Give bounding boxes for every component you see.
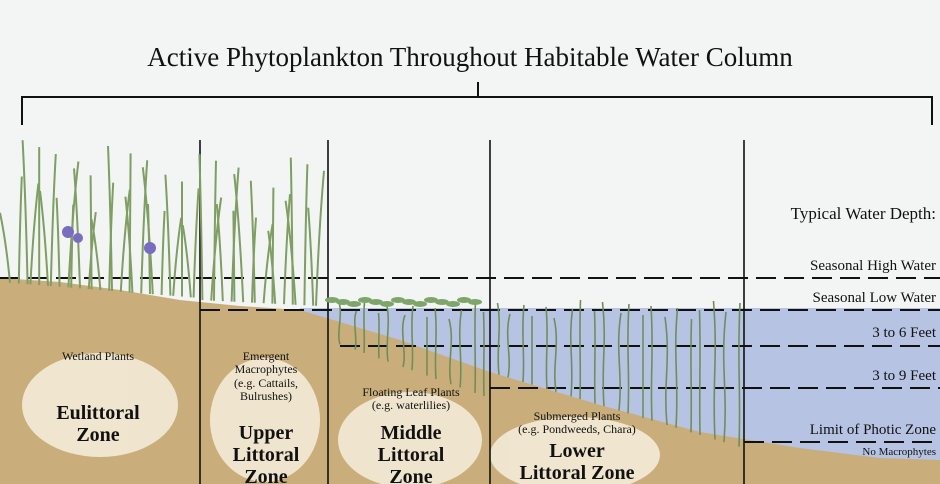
plant-stalk	[291, 158, 293, 305]
submerged-stem	[595, 311, 596, 404]
plant-stalk	[30, 183, 38, 284]
submerged-stem	[379, 313, 380, 358]
phytoplankton-bracket	[22, 82, 932, 125]
plant-stalk	[183, 225, 191, 297]
upper-plants-line3: (e.g. Cattails,	[234, 376, 298, 390]
lower-plants-label: Submerged Plants (e.g. Pondweeds, Chara)	[494, 410, 660, 437]
plant-stalk	[51, 154, 56, 286]
plant-stalk	[194, 188, 199, 297]
seasonal-high-label: Seasonal High Water	[810, 258, 936, 275]
submerged-stem	[523, 305, 524, 382]
upper-name-line2: Littoral	[233, 444, 300, 466]
six-feet-label: 3 to 6 Feet	[872, 325, 936, 342]
plant-stalk	[19, 177, 22, 284]
lower-name-line2: Littoral Zone	[520, 462, 635, 484]
plant-stalk	[74, 168, 80, 288]
plant-stalk	[165, 175, 170, 296]
middle-name-line1: Middle	[380, 422, 441, 444]
submerged-stem	[691, 319, 692, 432]
submerged-stem	[739, 303, 740, 447]
lower-name-line1: Lower	[549, 440, 605, 462]
submerged-stem	[628, 304, 629, 413]
plant-stalk	[214, 161, 216, 301]
submerged-stem	[364, 302, 365, 353]
submerged-stem	[484, 312, 485, 396]
depth-header: Typical Water Depth:	[791, 204, 936, 224]
plant-stalk	[40, 191, 48, 286]
nine-feet-label: 3 to 9 Feet	[872, 368, 936, 385]
lily-pad	[468, 299, 482, 305]
eulittoral-name-line2: Zone	[76, 424, 119, 446]
upper-plants-label: Emergent Macrophytes (e.g. Cattails, Bul…	[208, 350, 324, 404]
upper-plants-line4: Bulrushes)	[240, 389, 292, 403]
eulittoral-plants-label: Wetland Plants	[28, 350, 168, 363]
iris-flower	[144, 242, 156, 254]
diagram-title: Active Phytoplankton Throughout Habitabl…	[0, 42, 940, 72]
plant-stalk	[91, 175, 92, 289]
plant-stalk	[308, 208, 313, 306]
upper-zone-name: Upper Littoral Zone	[208, 422, 324, 484]
lower-plants-line2: (e.g. Pondweeds, Chara)	[518, 422, 636, 436]
plant-stalk	[316, 171, 324, 306]
middle-plants-label: Floating Leaf Plants (e.g. waterlilies)	[336, 386, 486, 413]
eulittoral-name-line1: Eulittoral	[56, 402, 139, 424]
lily-pad	[446, 301, 460, 307]
submerged-stem	[435, 308, 436, 379]
lily-pad	[380, 301, 394, 307]
seasonal-low-label: Seasonal Low Water	[813, 290, 936, 307]
plant-stalk	[304, 164, 307, 305]
plant-stalk	[57, 198, 60, 287]
lily-pad	[347, 301, 361, 307]
upper-plants-line2: Macrophytes	[235, 362, 298, 376]
lily-pad	[413, 301, 427, 307]
no-macrophytes-label: No Macrophytes	[862, 446, 936, 458]
upper-name-line1: Upper	[239, 422, 293, 444]
plant-stalk	[234, 174, 243, 302]
plant-stalk	[91, 219, 100, 290]
middle-plants-line2: (e.g. waterlilies)	[372, 398, 450, 412]
eulittoral-zone-name: Eulittoral Zone	[28, 402, 168, 446]
plant-stalk	[233, 211, 234, 302]
plant-stalk	[0, 213, 10, 283]
submerged-stem	[475, 301, 476, 393]
lower-plants-line1: Submerged Plants	[534, 409, 621, 423]
submerged-stem	[412, 306, 413, 370]
submerged-stem	[580, 300, 581, 399]
middle-plants-line1: Floating Leaf Plants	[362, 385, 459, 399]
iris-flower	[73, 233, 83, 243]
plant-stalk	[71, 205, 73, 288]
upper-plants-line1: Emergent	[243, 349, 289, 363]
middle-name-line3: Zone	[389, 466, 432, 484]
middle-name-line2: Littoral	[378, 444, 445, 466]
iris-flower	[62, 226, 74, 238]
photic-limit-label: Limit of Photic Zone	[810, 422, 936, 439]
plant-stalk	[162, 211, 165, 295]
submerged-stem	[546, 307, 547, 389]
middle-zone-name: Middle Littoral Zone	[336, 422, 486, 484]
lily-pads	[325, 297, 482, 307]
upper-name-line3: Zone	[244, 466, 287, 484]
lower-zone-name: Lower Littoral Zone	[494, 440, 660, 484]
plant-stalk	[173, 218, 181, 296]
plant-stalk	[23, 140, 28, 284]
submerged-stem	[651, 306, 652, 421]
emergent-plants	[0, 140, 324, 306]
plant-stalk	[217, 204, 223, 301]
submerged-stem	[700, 310, 701, 435]
